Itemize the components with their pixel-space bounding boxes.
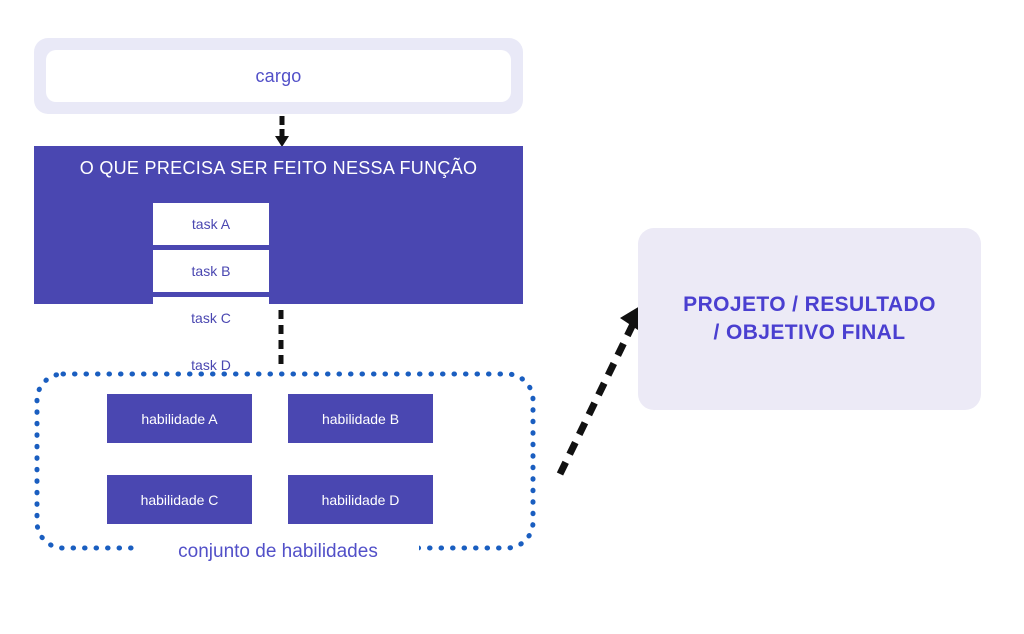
skills-box-caption: conjunto de habilidades [137,538,419,566]
task-chip[interactable]: task A [153,203,269,245]
cargo-inner-box: cargo [46,50,511,102]
task-chip[interactable]: task B [153,250,269,292]
skills-grid: habilidade A habilidade B habilidade C h… [107,394,433,524]
skill-chip[interactable]: habilidade A [107,394,252,443]
function-box-title: O QUE PRECISA SER FEITO NESSA FUNÇÃO [79,158,478,178]
task-chip[interactable]: task D [153,344,269,386]
result-panel-text: PROJETO / RESULTADO / OBJETIVO FINAL [683,292,936,344]
arrow-down-icon [275,116,289,147]
skill-chip[interactable]: habilidade D [288,475,433,524]
task-chip[interactable]: task C [153,297,269,339]
skills-box: habilidade A habilidade B habilidade C h… [34,371,536,551]
result-panel: PROJETO / RESULTADO / OBJETIVO FINAL [638,228,981,410]
cargo-label: cargo [255,65,302,86]
function-box: O QUE PRECISA SER FEITO NESSA FUNÇÃO tas… [34,146,523,386]
task-grid: task A task B task C task D [153,203,403,386]
cargo-card: cargo [34,38,523,114]
dashed-line-icon [278,310,284,366]
skill-chip[interactable]: habilidade C [107,475,252,524]
skill-chip[interactable]: habilidade B [288,394,433,443]
